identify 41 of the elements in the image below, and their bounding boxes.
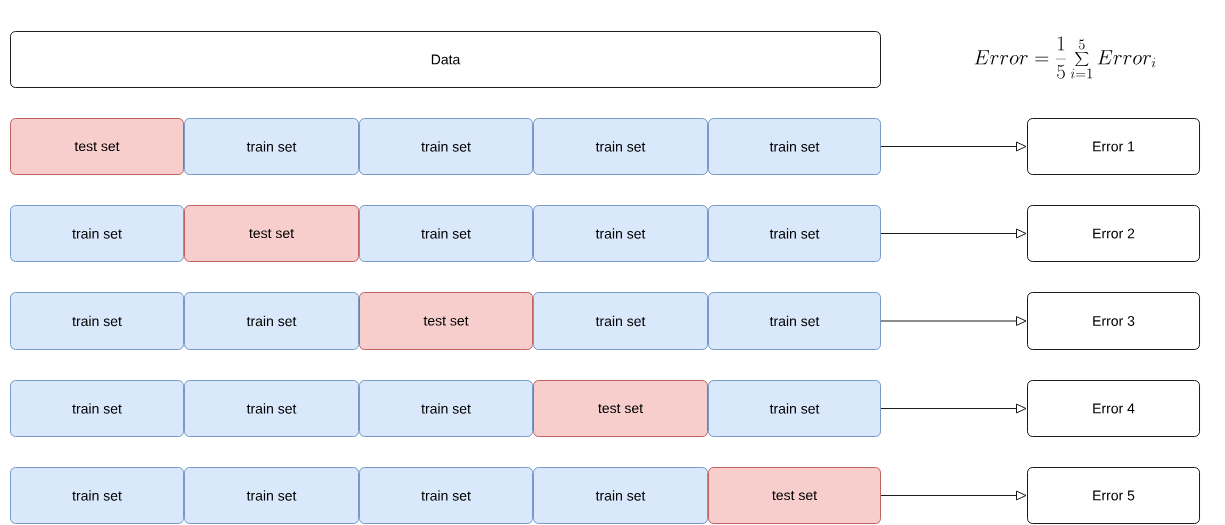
- test-set-box: test set: [184, 205, 359, 262]
- train-set-box: train set: [533, 467, 708, 524]
- train-set-box: train set: [533, 292, 708, 350]
- arrow: [880, 141, 1027, 152]
- process-box: Error 4: [1027, 380, 1200, 437]
- process-box: Error 3: [1027, 292, 1200, 350]
- node-label: train set: [246, 490, 297, 501]
- train-set-box: train set: [359, 205, 533, 262]
- train-set-box: train set: [359, 118, 533, 175]
- arrow: [880, 316, 1027, 326]
- train-set-box: train set: [10, 292, 184, 350]
- process-box: Data: [10, 31, 881, 88]
- train-set-box: train set: [359, 380, 533, 437]
- test-set-box: test set: [708, 467, 881, 524]
- train-set-box: train set: [708, 292, 881, 350]
- train-set-box: train set: [184, 467, 359, 524]
- test-set-box: test set: [533, 380, 708, 437]
- train-set-box: train set: [533, 205, 708, 262]
- arrow: [880, 228, 1027, 239]
- node-label: train set: [72, 490, 122, 501]
- test-set-box: test set: [10, 118, 184, 175]
- node-label: train set: [421, 490, 471, 501]
- train-set-box: train set: [184, 380, 359, 437]
- node-label: train set: [595, 490, 646, 501]
- train-set-box: train set: [10, 467, 184, 524]
- train-set-box: train set: [708, 380, 881, 437]
- test-set-box: test set: [359, 292, 533, 350]
- arrow: [880, 490, 1027, 501]
- train-set-box: train set: [708, 205, 881, 262]
- process-box: Error 5: [1027, 467, 1200, 524]
- train-set-box: train set: [184, 292, 359, 350]
- train-set-box: train set: [708, 118, 881, 175]
- train-set-box: train set: [533, 118, 708, 175]
- process-box: Error 1: [1027, 118, 1200, 175]
- process-box: Error 2: [1027, 205, 1200, 262]
- train-set-box: train set: [10, 380, 184, 437]
- train-set-box: train set: [359, 467, 533, 524]
- arrow: [880, 403, 1027, 414]
- formula: $Error=\frac{1}{5}\sum_{i=1}^{5}Error_i$: [974, 36, 1156, 79]
- train-set-box: train set: [10, 205, 184, 262]
- train-set-box: train set: [184, 118, 359, 175]
